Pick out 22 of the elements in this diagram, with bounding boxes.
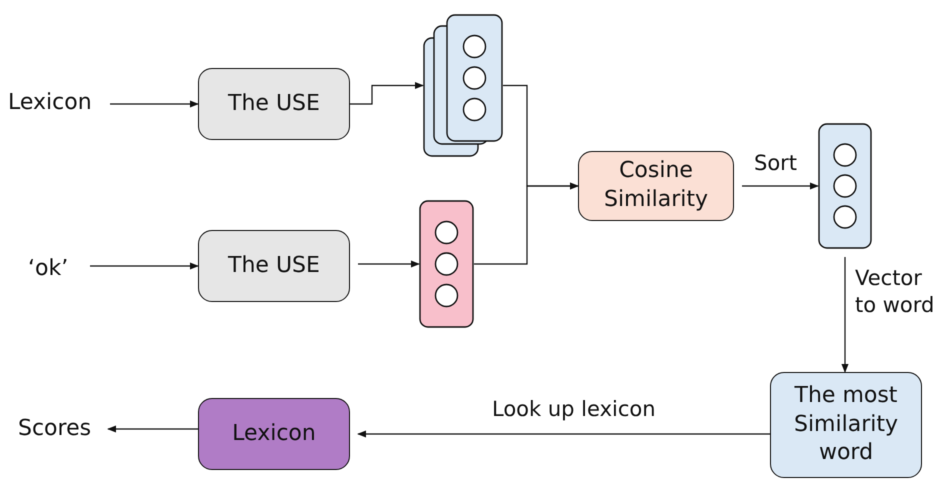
text-label: Lexicon [8,88,92,117]
process-box [578,151,734,221]
arrow [110,100,199,108]
process-box [198,230,350,302]
box-label: Lexicon [232,420,316,448]
text-label: ‘ok’ [28,254,68,283]
arrow [357,430,770,438]
process-box [198,398,350,470]
box-label: The most Similarity word [792,382,900,468]
process-box [770,372,922,478]
text-label: Scores [18,414,92,443]
box-label: The USE [228,252,320,280]
arrow [90,262,199,270]
box-label: The USE [228,90,320,118]
arrow [841,257,849,373]
arrow [358,260,420,268]
box-label: Cosine Similarity [602,157,710,214]
arrow [107,425,198,433]
process-box [198,68,350,140]
arrow [350,82,424,105]
arrow [742,182,819,190]
arrow [474,182,579,265]
